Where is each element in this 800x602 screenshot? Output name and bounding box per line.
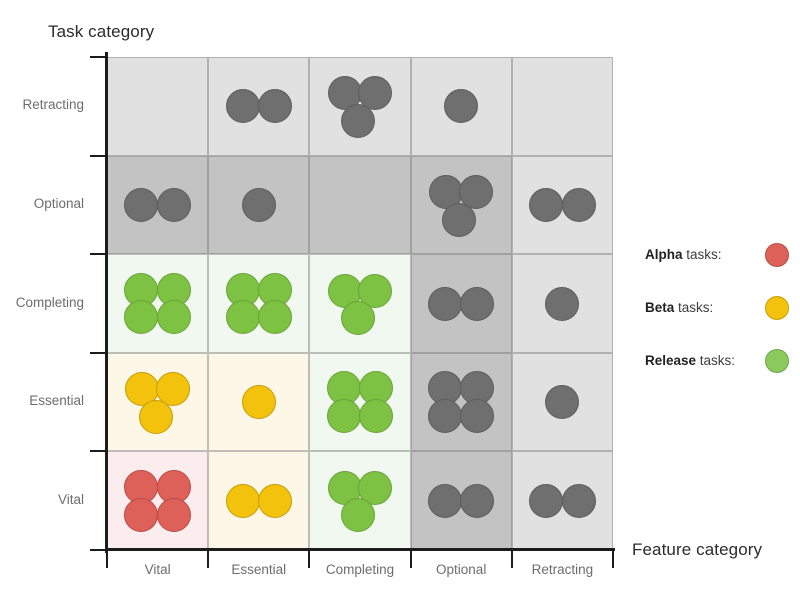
y-axis-tick	[90, 450, 108, 453]
legend-swatch-release	[765, 349, 789, 373]
task-dot	[138, 399, 173, 434]
grid-cell[interactable]	[107, 57, 209, 156]
x-axis-title: Feature category	[632, 540, 763, 559]
x-tick-label-essential: Essential	[231, 562, 287, 577]
grid-cell[interactable]	[309, 352, 411, 452]
y-axis-tick	[90, 549, 108, 551]
task-dot	[225, 483, 260, 518]
y-tick-label-completing: Completing	[15, 294, 84, 310]
grid-cell[interactable]	[107, 155, 209, 255]
legend-label: Release tasks:	[645, 353, 736, 368]
task-dot	[257, 300, 292, 335]
y-axis-tick	[90, 56, 108, 58]
task-dot	[358, 470, 393, 505]
task-dot	[124, 497, 159, 532]
task-dot	[359, 398, 394, 433]
legend-swatch-beta	[765, 296, 789, 320]
grid-cell[interactable]	[511, 57, 613, 156]
x-tick-label-vital: Vital	[144, 562, 171, 577]
task-dot	[257, 89, 292, 124]
x-axis-tick	[409, 550, 412, 568]
task-dot	[340, 301, 375, 336]
y-tick-label-optional: Optional	[33, 195, 84, 211]
task-dot	[241, 187, 276, 222]
y-tick-label-retracting: Retracting	[22, 97, 84, 113]
task-dot	[225, 89, 260, 124]
x-tick-label-optional: Optional	[436, 562, 487, 577]
y-axis-tick	[90, 154, 108, 157]
task-dot	[241, 385, 276, 420]
legend-swatch-alpha	[765, 243, 789, 267]
task-dot	[124, 300, 159, 335]
task-dot	[459, 175, 494, 210]
grid-cell[interactable]	[107, 254, 209, 353]
y-tick-label-essential: Essential	[29, 393, 84, 409]
task-dot	[156, 187, 191, 222]
task-dot	[529, 483, 564, 518]
x-tick-label-retracting: Retracting	[531, 562, 594, 577]
grid-cell[interactable]	[410, 352, 512, 452]
task-dot	[225, 300, 260, 335]
x-axis-tick	[612, 550, 614, 568]
task-dot	[124, 187, 159, 222]
task-dot	[340, 104, 375, 139]
y-axis-tick	[90, 351, 108, 354]
task-dot	[155, 372, 190, 407]
task-dot	[156, 300, 191, 335]
grid-cell[interactable]	[107, 451, 209, 550]
y-axis-tick	[90, 253, 108, 256]
task-dot	[428, 483, 462, 518]
task-dot	[257, 483, 292, 518]
task-dot	[561, 483, 596, 518]
task-dot	[326, 398, 361, 433]
task-dot	[460, 483, 495, 518]
task-dot	[529, 187, 564, 222]
y-axis-title: Task category	[48, 22, 155, 41]
x-axis-tick	[308, 550, 311, 568]
task-dot	[545, 385, 580, 420]
task-dot	[156, 497, 191, 532]
grid-cell[interactable]	[511, 155, 613, 255]
x-axis-tick	[510, 550, 513, 568]
legend-label: Alpha tasks:	[645, 247, 722, 262]
x-axis-line	[105, 548, 615, 551]
task-dot	[428, 398, 462, 433]
plot-area	[107, 57, 613, 550]
task-dot	[340, 498, 375, 533]
legend-label: Beta tasks:	[645, 300, 714, 315]
task-dot	[125, 372, 160, 407]
task-dot	[460, 286, 495, 321]
task-dot	[444, 89, 479, 124]
task-dot	[442, 202, 477, 237]
x-axis-tick	[106, 550, 108, 568]
grid-cell[interactable]	[208, 254, 310, 353]
x-axis-tick	[207, 550, 210, 568]
task-dot	[561, 187, 596, 222]
task-dot	[460, 398, 495, 433]
y-axis-line	[105, 52, 108, 553]
grid-cell[interactable]	[309, 155, 411, 255]
task-dot	[428, 286, 462, 321]
task-dot	[545, 286, 580, 321]
y-tick-label-vital: Vital	[57, 491, 84, 507]
x-tick-label-completing: Completing	[325, 562, 395, 577]
